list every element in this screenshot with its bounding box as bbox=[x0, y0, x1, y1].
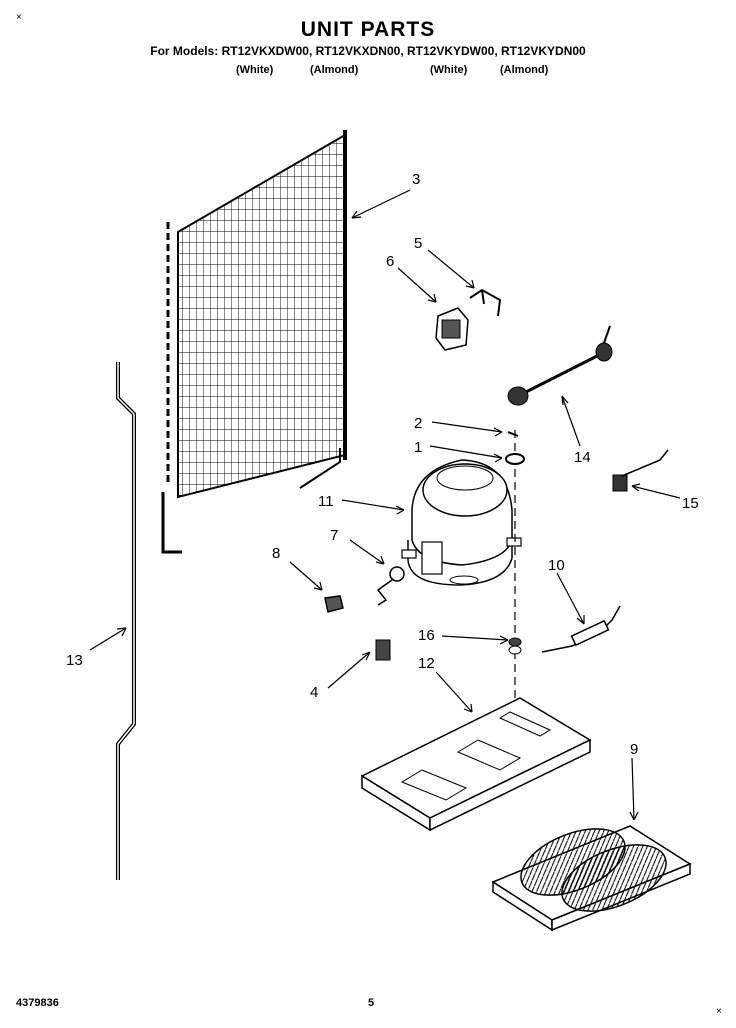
drier bbox=[541, 605, 621, 653]
callout-10: 10 bbox=[548, 557, 565, 574]
callout-12: 12 bbox=[418, 655, 435, 672]
corner-mark-bottom: × bbox=[716, 1006, 722, 1017]
grommet bbox=[508, 637, 522, 655]
clip bbox=[507, 431, 519, 437]
callout-1: 1 bbox=[414, 439, 422, 456]
condenser bbox=[161, 130, 347, 554]
callout-16: 16 bbox=[418, 627, 435, 644]
page-title: UNIT PARTS bbox=[300, 18, 436, 41]
callout-15: 15 bbox=[682, 495, 699, 512]
color-label-almond-1: (Almond) bbox=[310, 64, 359, 76]
callout-14: 14 bbox=[574, 449, 591, 466]
callout-11: 11 bbox=[318, 493, 334, 510]
wiring-harness bbox=[507, 325, 613, 406]
drain-pan bbox=[491, 825, 692, 932]
capacitor bbox=[612, 449, 669, 492]
callout-3: 3 bbox=[412, 171, 420, 188]
callout-13: 13 bbox=[66, 652, 83, 669]
part-number: 4379836 bbox=[16, 997, 59, 1009]
terminal-block bbox=[375, 639, 391, 661]
models-line: For Models: RT12VKXDW00, RT12VKXDN00, RT… bbox=[150, 44, 586, 58]
compressor bbox=[401, 430, 522, 700]
color-label-white-2: (White) bbox=[430, 64, 468, 76]
washer bbox=[505, 453, 525, 465]
corner-mark-top: × bbox=[16, 12, 22, 23]
overload bbox=[376, 566, 405, 606]
leader-lines bbox=[89, 189, 681, 821]
base-plate bbox=[360, 697, 592, 832]
callout-9: 9 bbox=[630, 741, 638, 758]
callout-2: 2 bbox=[414, 415, 422, 432]
callout-5: 5 bbox=[414, 235, 422, 252]
color-label-white-1: (White) bbox=[236, 64, 274, 76]
page-number: 5 bbox=[368, 997, 375, 1009]
color-label-almond-2: (Almond) bbox=[500, 64, 549, 76]
callout-6: 6 bbox=[386, 253, 394, 270]
connector bbox=[324, 595, 344, 613]
bracket bbox=[469, 288, 502, 317]
tube bbox=[116, 362, 136, 880]
callout-7: 7 bbox=[330, 527, 338, 544]
callout-8: 8 bbox=[272, 545, 280, 562]
callout-4: 4 bbox=[310, 684, 318, 701]
relay bbox=[435, 307, 469, 351]
